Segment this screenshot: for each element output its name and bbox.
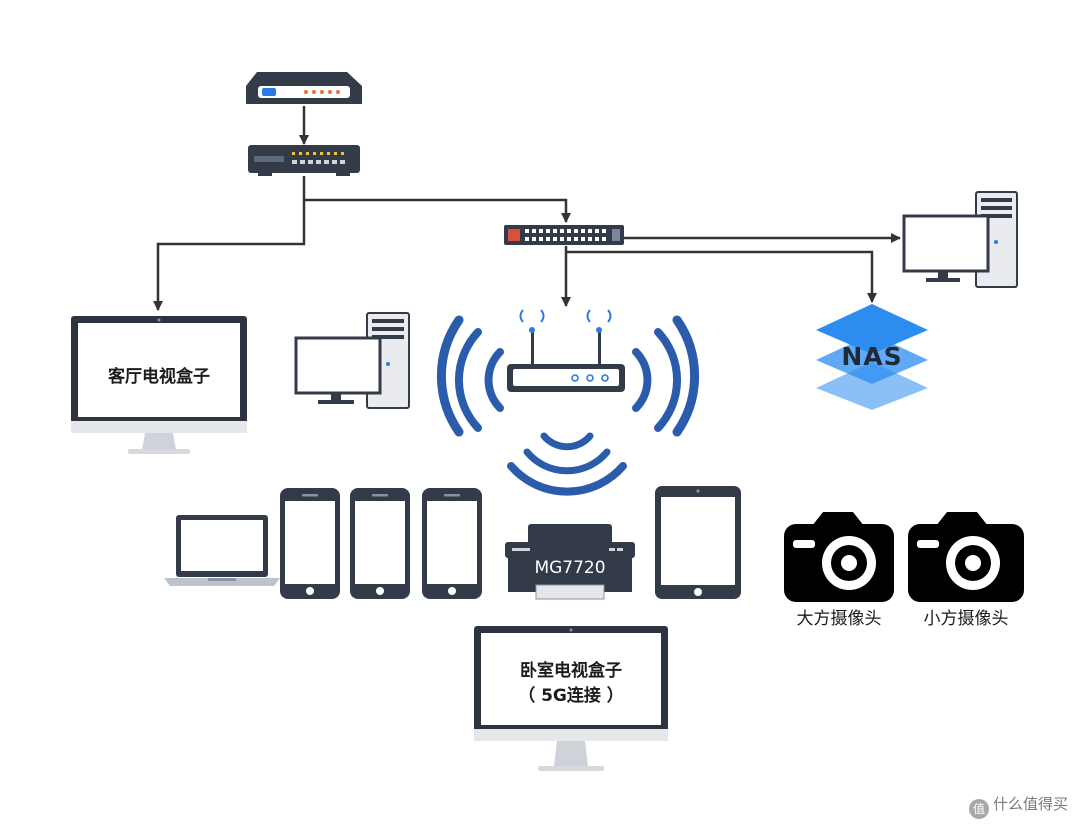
- watermark: 值什么值得买: [968, 793, 1068, 819]
- bedroom-tv-label-line2: （ 5G连接 ）: [518, 686, 624, 706]
- tablet-icon: [655, 486, 741, 599]
- camera-small-icon: [908, 512, 1024, 602]
- wireless-ap-icon: [507, 309, 625, 392]
- switch-to-nas-connector: [566, 250, 877, 303]
- router-to-switch-connector: [304, 198, 571, 223]
- camera-big-label: 大方摄像头: [796, 609, 882, 629]
- laptop-icon: [164, 515, 280, 586]
- phone-icon-2: [350, 488, 410, 599]
- wifi-signal-left: [437, 315, 504, 437]
- watermark-logo-icon: 值: [968, 799, 989, 819]
- living-tv-icon: [71, 316, 247, 454]
- wifi-signal-right: [632, 315, 699, 437]
- printer-label: MG7720: [534, 558, 606, 578]
- camera-small-label: 小方摄像头: [923, 609, 1009, 629]
- bedroom-tv-icon: [474, 626, 668, 771]
- phone-icon-3: [422, 488, 482, 599]
- modem-icon: [246, 72, 362, 104]
- desktop-pc-icon: [902, 191, 1018, 288]
- switch-icon: [504, 225, 624, 245]
- watermark-text: 什么值得买: [992, 795, 1068, 813]
- wifi-signal-down: [507, 432, 627, 496]
- printer-icon: [505, 524, 635, 600]
- living-tv-label: 客厅电视盒子: [108, 367, 210, 387]
- phone-icon-1: [280, 488, 340, 599]
- router-icon: [248, 145, 360, 176]
- connector-lines: [153, 106, 901, 311]
- camera-big-icon: [784, 512, 894, 602]
- desktop-pc-left-icon: [294, 312, 410, 409]
- bedroom-tv-label-line1: 卧室电视盒子: [520, 661, 622, 681]
- router-to-living-tv-connector: [153, 176, 306, 311]
- nas-icon: [816, 304, 928, 410]
- nas-label: NAS: [841, 342, 903, 371]
